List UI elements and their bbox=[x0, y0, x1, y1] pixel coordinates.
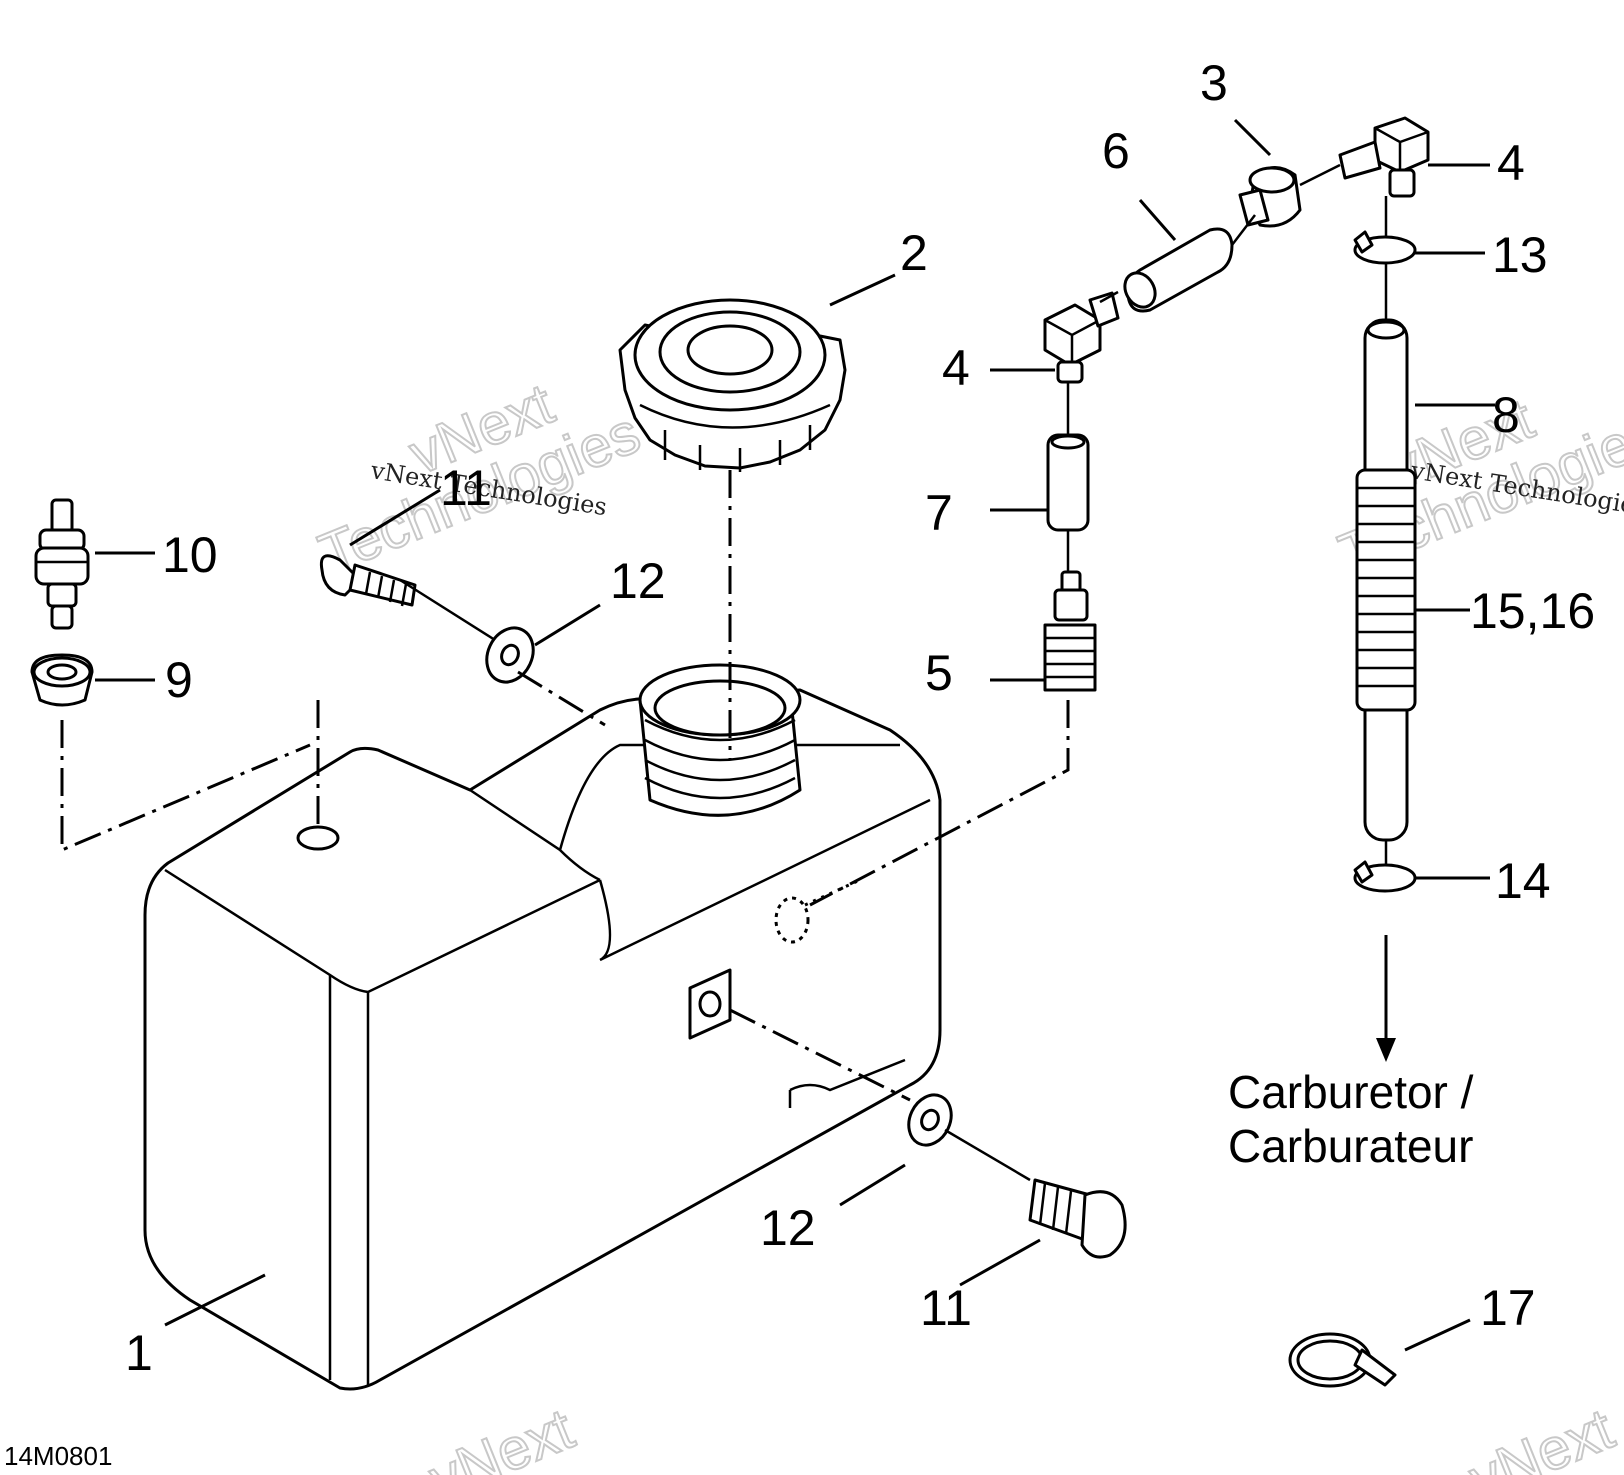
callout-4-left: 4 bbox=[942, 340, 970, 396]
callout-3: 3 bbox=[1200, 55, 1228, 111]
fuel-filter-6 bbox=[1099, 227, 1234, 313]
grommet-9 bbox=[30, 653, 94, 707]
callout-6: 6 bbox=[1102, 123, 1130, 179]
destination-caption: Carburetor / Carburateur bbox=[1228, 1066, 1474, 1172]
cable-tie-17 bbox=[1288, 1332, 1397, 1388]
callout-17: 17 bbox=[1480, 1280, 1536, 1336]
callout-13: 13 bbox=[1492, 227, 1548, 283]
callout-12-lower: 12 bbox=[760, 1200, 816, 1256]
callout-12-upper: 12 bbox=[610, 553, 666, 609]
carburetor-arrow bbox=[1376, 935, 1396, 1062]
washer-12-upper bbox=[485, 626, 535, 684]
callout-10: 10 bbox=[162, 527, 218, 583]
fuel-tank bbox=[143, 688, 942, 1391]
callout-1: 1 bbox=[125, 1325, 153, 1381]
leader-lines bbox=[95, 118, 1495, 1352]
callout-9: 9 bbox=[165, 652, 193, 708]
callout-2: 2 bbox=[900, 225, 928, 281]
vent-valve-10 bbox=[34, 498, 90, 630]
callout-7: 7 bbox=[925, 485, 953, 541]
watermark-word-6: vNext bbox=[1461, 1396, 1623, 1475]
callout-14: 14 bbox=[1495, 853, 1551, 909]
fuel-cap bbox=[618, 298, 847, 472]
callout-4-right: 4 bbox=[1497, 135, 1525, 191]
hose-7 bbox=[1046, 433, 1090, 532]
callout-8: 8 bbox=[1492, 387, 1520, 443]
callout-11-upper: 11 bbox=[440, 460, 492, 516]
fitting-5 bbox=[1043, 570, 1097, 692]
elbow-4-left bbox=[1043, 291, 1120, 384]
bolt-11-upper bbox=[319, 554, 417, 607]
sleeve-15-16 bbox=[1355, 468, 1417, 712]
assembly-lines bbox=[60, 196, 1388, 1182]
callouts: 1 2 3 4 4 5 6 7 8 9 10 11 11 12 12 13 14… bbox=[125, 55, 1595, 1381]
callout-15-16: 15,16 bbox=[1470, 583, 1595, 639]
filler-neck bbox=[638, 663, 802, 817]
destination-line-2: Carburateur bbox=[1228, 1120, 1473, 1172]
callout-5: 5 bbox=[925, 645, 953, 701]
washer-12-lower bbox=[907, 1093, 953, 1147]
bolt-11-lower bbox=[1028, 1178, 1127, 1259]
callout-11-lower: 11 bbox=[920, 1280, 972, 1336]
watermark-word-5: vNext bbox=[421, 1396, 583, 1475]
destination-line-1: Carburetor / bbox=[1228, 1066, 1474, 1118]
figure-id: 14M0801 bbox=[4, 1441, 112, 1471]
elbow-4-right bbox=[1299, 116, 1430, 198]
clamp-14 bbox=[1353, 860, 1417, 893]
shutoff-3 bbox=[1231, 166, 1302, 246]
